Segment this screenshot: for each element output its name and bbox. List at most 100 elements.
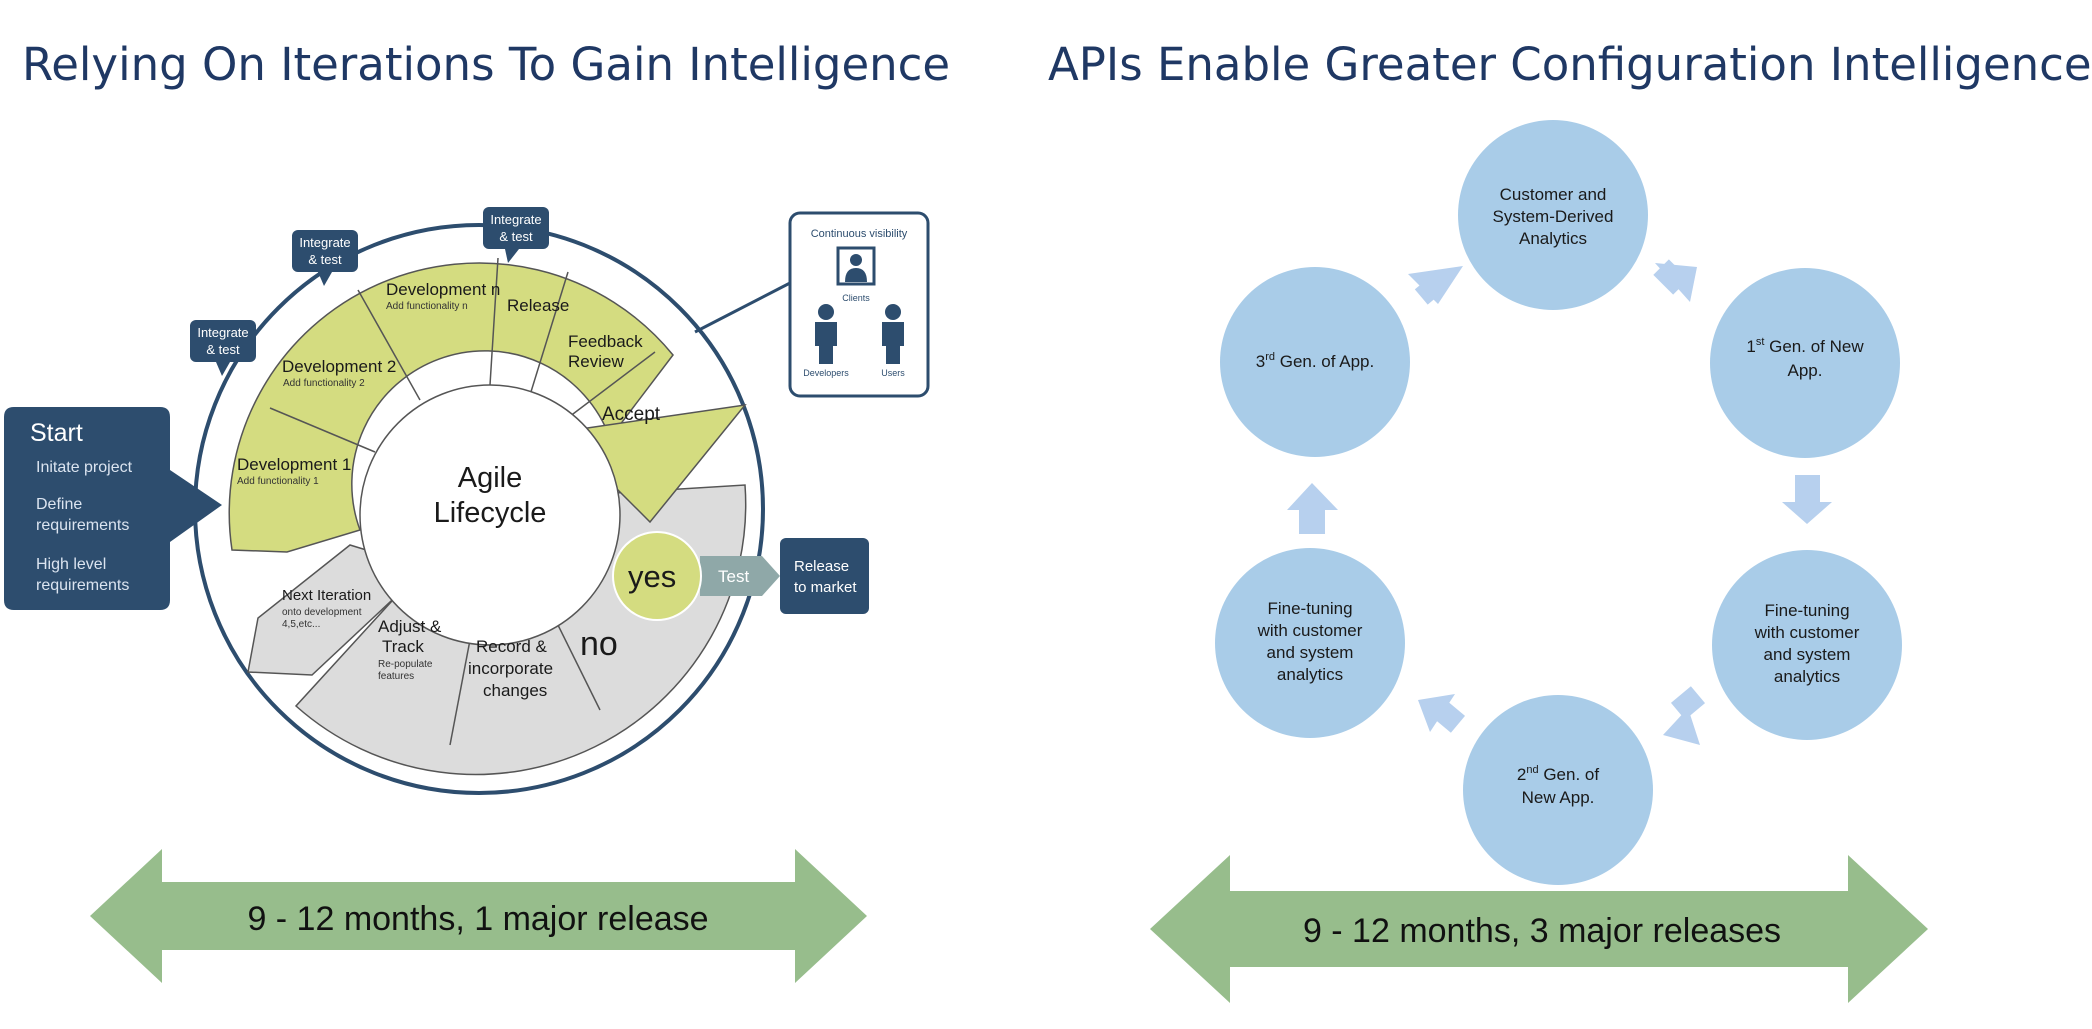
right-title: APIs Enable Greater Configuration Intell… xyxy=(1048,38,2092,91)
center-label-line1: Agile xyxy=(458,462,523,494)
segment-no: no xyxy=(580,625,618,663)
segment-adjust-sub2: features xyxy=(378,671,414,682)
circle-analytics xyxy=(1458,120,1648,310)
segment-accept: Accept xyxy=(602,404,661,425)
developers-icon xyxy=(815,304,837,364)
fine-right-line2: with customer xyxy=(1754,623,1860,642)
cycle-arrow-gen2-to-fine-stem xyxy=(1430,699,1466,733)
start-box: Start Initate project Define requirement… xyxy=(4,407,222,610)
test-label: Test xyxy=(718,567,749,586)
start-item-1: Initate project xyxy=(36,459,133,476)
divider-dev2-devn xyxy=(357,289,421,401)
fine-left-line1: Fine-tuning xyxy=(1267,599,1352,618)
svg-text:Integrate: Integrate xyxy=(490,212,541,227)
divider-devn-release xyxy=(489,257,499,386)
integrate-tag-1: Integrate & test xyxy=(190,320,256,376)
visibility-heading: Continuous visibility xyxy=(811,228,908,240)
release-market-line1: Release xyxy=(794,558,849,575)
users-label: Users xyxy=(881,368,905,378)
svg-text:& test: & test xyxy=(308,252,342,267)
segment-release: Release xyxy=(507,296,569,315)
left-timeline-arrow xyxy=(90,849,867,983)
circle-fine-tuning-right xyxy=(1712,550,1902,740)
fine-right-line4: analytics xyxy=(1774,667,1840,686)
circle-analytics-line3: Analytics xyxy=(1519,229,1587,248)
cycle-arrow-gen1-to-fine-stem xyxy=(1795,475,1820,503)
cycle-arrow-fine-to-gen3-stem xyxy=(1299,509,1325,534)
clients-icon xyxy=(836,246,876,286)
circle-gen2 xyxy=(1463,695,1653,885)
cycle-arrow-fine-to-gen2-stem xyxy=(1670,686,1706,720)
divider-record-adjust xyxy=(449,639,471,746)
lifecycle-inner-hole xyxy=(359,384,621,646)
segment-dev2-title: Development 2 xyxy=(282,357,396,376)
segment-devn-sub: Add functionality n xyxy=(386,301,468,312)
lime-ring-segment xyxy=(228,262,674,553)
circle-gen3-line1: 3rd Gen. of App. xyxy=(1256,351,1375,371)
divider-feedback-accept xyxy=(564,351,656,421)
clients-label: Clients xyxy=(842,293,870,303)
circle-gen2-line2: New App. xyxy=(1522,788,1595,807)
circle-analytics-line2: System-Derived xyxy=(1493,207,1614,226)
fine-right-line3: and system xyxy=(1764,645,1851,664)
segment-next-sub2: 4,5,etc... xyxy=(282,619,320,630)
release-to-market-box xyxy=(780,538,869,614)
segment-feedback-line2: Review xyxy=(568,352,624,371)
divider-release-feedback xyxy=(529,271,569,396)
visibility-connector xyxy=(694,281,791,334)
integrate-tag-2: Integrate & test xyxy=(292,230,358,286)
developers-label: Developers xyxy=(803,368,849,378)
svg-text:& test: & test xyxy=(499,229,533,244)
left-banner-label: 9 - 12 months, 1 major release xyxy=(247,900,708,938)
segment-adjust-line1: Adjust & xyxy=(378,617,442,636)
cycle-arrow-fine-to-gen2 xyxy=(1663,708,1700,745)
svg-text:& test: & test xyxy=(206,342,240,357)
circle-gen1-line2: App. xyxy=(1788,361,1823,380)
segment-record-line2: incorporate xyxy=(468,659,553,678)
fine-left-line4: analytics xyxy=(1277,665,1343,684)
cycle-arrow-top-to-gen1-stem xyxy=(1653,259,1689,295)
test-arrow xyxy=(700,556,780,596)
yes-label: yes xyxy=(628,559,676,594)
start-item-2b: requirements xyxy=(36,517,129,534)
svg-text:Integrate: Integrate xyxy=(197,325,248,340)
right-timeline-arrow xyxy=(1150,855,1928,1003)
cycle-arrow-gen1-to-fine xyxy=(1782,502,1832,524)
integrate-tag-3: Integrate & test xyxy=(483,207,549,263)
start-heading: Start xyxy=(30,419,83,447)
users-icon xyxy=(882,304,904,364)
yes-circle xyxy=(612,531,702,621)
fine-right-line1: Fine-tuning xyxy=(1764,601,1849,620)
segment-dev2-sub: Add functionality 2 xyxy=(283,378,365,389)
segment-dev1-sub: Add functionality 1 xyxy=(237,476,319,487)
cycle-arrow-gen3-to-top-stem xyxy=(1414,271,1450,305)
segment-next-iteration: Next Iteration xyxy=(282,587,371,604)
circle-gen1-line1: 1st Gen. of New xyxy=(1746,336,1864,356)
segment-adjust-line2: Track xyxy=(382,637,424,656)
segment-feedback-line1: Feedback xyxy=(568,332,643,351)
fine-left-line2: with customer xyxy=(1257,621,1363,640)
circle-gen2-line1: 2nd Gen. of xyxy=(1517,764,1599,784)
segment-adjust-sub1: Re-populate xyxy=(378,659,433,670)
center-label-line2: Lifecycle xyxy=(434,497,547,529)
circle-fine-tuning-left xyxy=(1215,548,1405,738)
start-item-3b: requirements xyxy=(36,577,129,594)
cycle-arrow-fine-to-gen3 xyxy=(1287,483,1338,510)
start-item-3a: High level xyxy=(36,556,106,573)
right-banner-label: 9 - 12 months, 3 major releases xyxy=(1303,912,1781,950)
segment-devn-title: Development n xyxy=(386,280,500,299)
circle-gen3 xyxy=(1220,267,1410,457)
left-title: Relying On Iterations To Gain Intelligen… xyxy=(22,38,950,91)
start-item-2a: Define xyxy=(36,496,82,513)
circle-gen1 xyxy=(1710,268,1900,458)
segment-next-sub1: onto development xyxy=(282,607,362,618)
svg-text:Integrate: Integrate xyxy=(299,235,350,250)
release-market-line2: to market xyxy=(794,579,857,596)
fine-left-line3: and system xyxy=(1267,643,1354,662)
divider-dev1-dev2 xyxy=(269,407,376,453)
segment-record-line3: changes xyxy=(483,681,547,700)
segment-dev1-title: Development 1 xyxy=(237,455,351,474)
continuous-visibility-box: Continuous visibility Clients Developers… xyxy=(788,211,930,398)
segment-record-line1: Record & xyxy=(476,637,548,656)
circle-analytics-line1: Customer and xyxy=(1500,185,1607,204)
